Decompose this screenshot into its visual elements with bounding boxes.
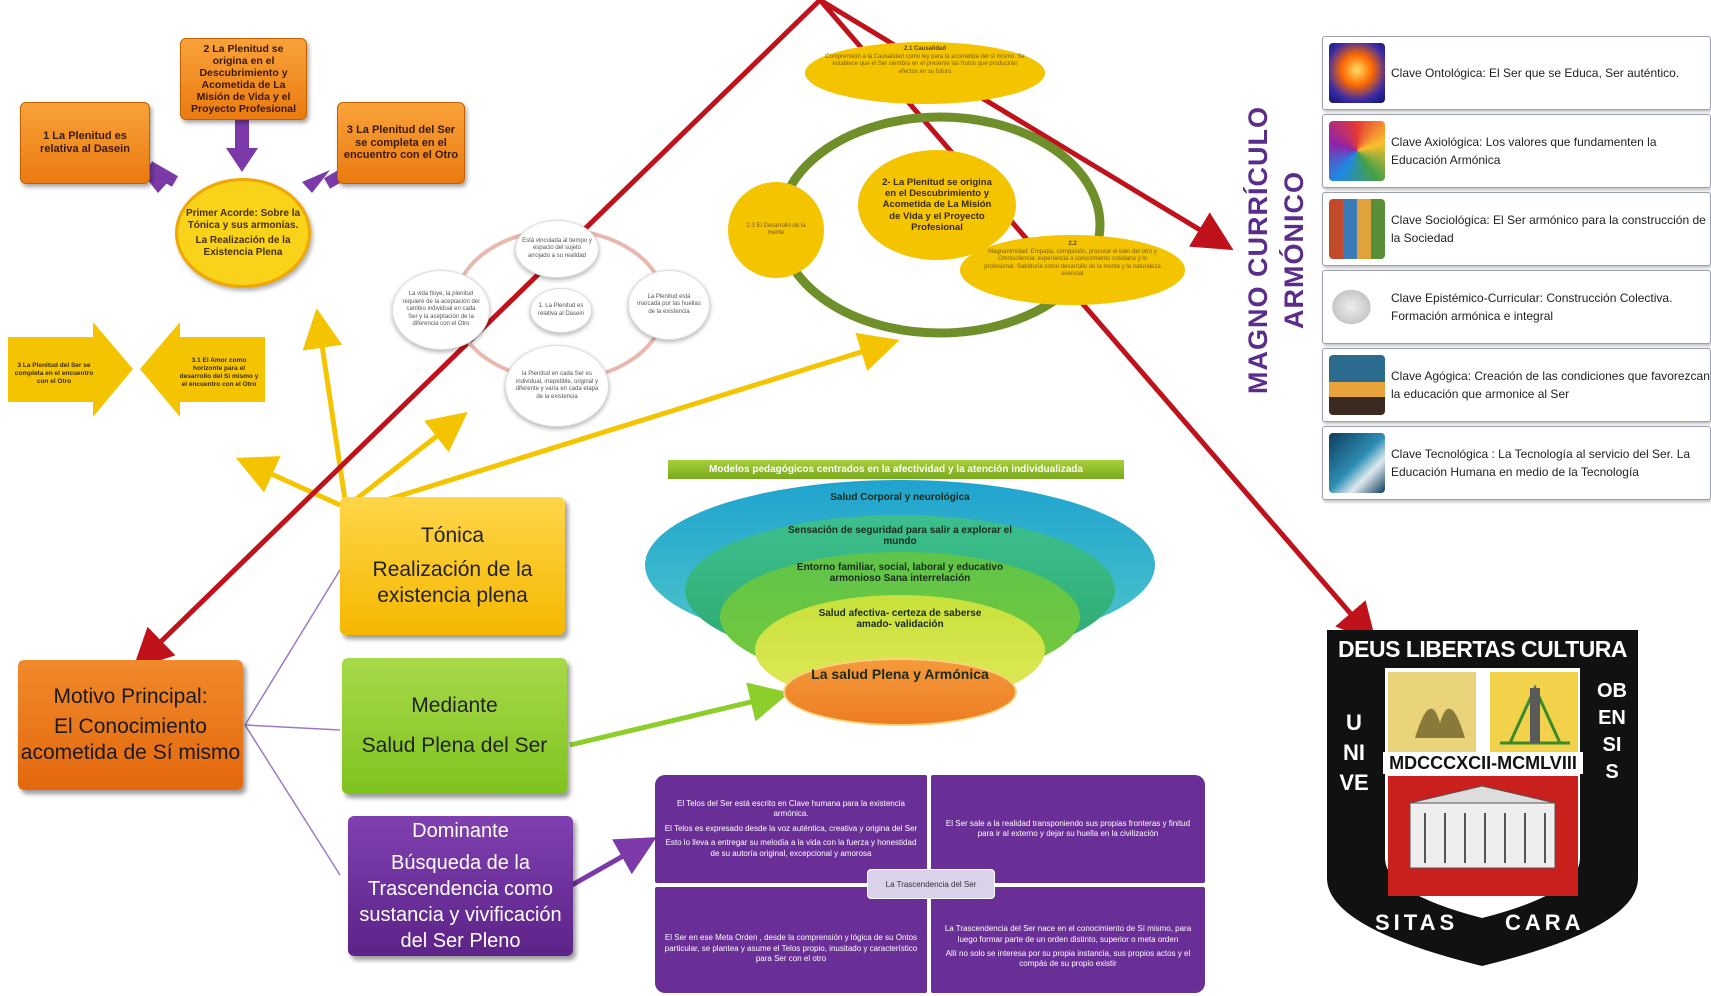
layer-text-1: Salud Corporal y neurológica xyxy=(830,492,970,503)
trascendencia-quad: El Telos del Ser está escrito en Clave h… xyxy=(655,775,1205,993)
primer-acorde-sub: La Realización de la Existencia Plena xyxy=(195,235,291,258)
arrow-shape-left xyxy=(140,322,265,417)
layer-text-5: La salud Plena y Armónica xyxy=(811,666,989,682)
key-axiologica: Clave Axiológica: Los valores que fundam… xyxy=(1322,114,1711,188)
mediante-line-1: Mediante xyxy=(411,693,498,717)
modelos-title-bar: Modelos pedagógicos centrados en la afec… xyxy=(668,460,1124,479)
key-epistemica-text: Clave Epistémico-Curricular: Construcció… xyxy=(1391,291,1673,323)
layer-text-4: Salud afectiva- certeza de saberse amado… xyxy=(818,608,982,630)
mediante-box: Mediante Salud Plena del Ser xyxy=(342,658,567,794)
seal-left-letters: UNIVE xyxy=(1339,710,1369,795)
brain-icon xyxy=(1329,277,1385,337)
big-cycle-right: 2.2 Magnanimidad: Empatía, compasión, pr… xyxy=(960,235,1185,305)
key-sociologica: Clave Sociológica: El Ser armónico para … xyxy=(1322,192,1711,266)
big-cycle-center-text: 2- La Plenitud se origina en el Descubri… xyxy=(882,176,992,234)
motivo-principal-box: Motivo Principal: El Conocimiento acomet… xyxy=(18,660,243,790)
tonica-box: Tónica Realización de la existencia plen… xyxy=(340,497,565,635)
dominante-purple-arrow xyxy=(570,837,657,888)
tonica-line-2: Realización de la existencia plena xyxy=(372,557,533,608)
motivo-branch-lines xyxy=(244,569,341,876)
quad-tr: El Ser sale a la realidad transponiendo … xyxy=(945,818,1191,838)
motivo-line-1: Motivo Principal: xyxy=(53,684,208,708)
quad-tl-1: El Telos del Ser está escrito en Clave h… xyxy=(677,799,905,819)
magno-line-2: ARMÓNICO xyxy=(1279,171,1309,329)
seal-motto: DEUS LIBERTAS CULTURA xyxy=(1338,636,1627,662)
box-plenitud-mision: 2 La Plenitud se origina en el Descubrim… xyxy=(180,38,307,120)
mediante-line-2: Salud Plena del Ser xyxy=(361,734,548,757)
quad-bottom-left: El Ser en ese Meta Orden , desde la comp… xyxy=(655,887,927,993)
quad-br-1: La Trascendencia del Ser nace en el cono… xyxy=(944,924,1192,944)
layer-salud-plena xyxy=(783,658,1017,726)
arrow-shape-right xyxy=(8,322,133,417)
key-agogica: Clave Agógica: Creación de las condicion… xyxy=(1322,348,1711,422)
small-cycle-top: Está vinculada al tiempo y espacio del s… xyxy=(515,220,599,278)
box-plenitud-otro: 3 La Plenitud del Ser se completa en el … xyxy=(337,102,465,184)
tonica-line-1: Tónica xyxy=(420,523,485,547)
dominante-line-1: Dominante xyxy=(412,820,509,842)
layer-text-3: Entorno familiar, social, laboral y educ… xyxy=(796,562,1004,584)
big-cycle-left-text: 2.3 El Desarrollo de la mente xyxy=(746,222,806,237)
mediante-green-arrow xyxy=(569,682,790,748)
key-axiologica-text: Clave Axiológica: Los valores que fundam… xyxy=(1391,135,1657,167)
seal-right-letters: OBENSIS xyxy=(1597,680,1627,783)
magno-curriculo-title: MAGNO CURRÍCULO ARMÓNICO xyxy=(1240,90,1320,410)
faces-grid-icon xyxy=(1329,199,1385,259)
primer-acorde-title: Primer Acorde: Sobre la Tónica y sus arm… xyxy=(185,208,301,231)
quad-center-label: La Trascendencia del Ser xyxy=(867,869,995,899)
quad-top-right: El Ser sale a la realidad transponiendo … xyxy=(931,775,1205,883)
people-circle-icon xyxy=(1329,121,1385,181)
motivo-line-2: El Conocimiento acometida de Sí mismo xyxy=(20,714,241,765)
robot-hand-icon xyxy=(1329,433,1385,493)
quad-br-2: Allí no solo se interesa por su propia i… xyxy=(945,949,1191,969)
big-cycle-left: 2.3 El Desarrollo de la mente xyxy=(728,182,824,278)
seal-shield-icon xyxy=(1327,630,1638,966)
big-cycle-center: 2- La Plenitud se origina en el Descubri… xyxy=(858,150,1016,260)
small-cycle-bottom: la Plenitud en cada Ser es individual, i… xyxy=(505,345,609,427)
quad-tl-3: Esto lo lleva a entregar su melodía a la… xyxy=(665,838,917,858)
key-sociologica-text: Clave Sociológica: El Ser armónico para … xyxy=(1391,213,1706,245)
big-cycle-top-title: 2.1 Causalidad xyxy=(903,46,947,52)
small-cycle-left: La vida fluye, la plenitud requiere de l… xyxy=(392,270,490,350)
seal-bottom-left: SITAS xyxy=(1375,910,1459,935)
small-cycle-center: 1. La Plenitud es relativa al Dasein xyxy=(530,288,592,333)
quad-top-left: El Telos del Ser está escrito en Clave h… xyxy=(655,775,927,883)
key-epistemica: Clave Epistémico-Curricular: Construcció… xyxy=(1322,270,1711,344)
classroom-icon xyxy=(1329,355,1385,415)
key-ontologica: Clave Ontológica: El Ser que se Educa, S… xyxy=(1322,36,1711,110)
big-cycle-right-title: 2.2 xyxy=(1068,241,1077,247)
dominante-box: Dominante Búsqueda de la Trascendencia c… xyxy=(348,816,573,956)
seal-bottom-right: CARA xyxy=(1505,910,1585,935)
primer-acorde-circle: Primer Acorde: Sobre la Tónica y sus arm… xyxy=(175,178,311,288)
small-cycle-right: La Plenitud está marcada por las huellas… xyxy=(628,270,710,340)
box-plenitud-dasein: 1 La Plenitud es relativa al Dasein xyxy=(20,102,150,184)
modelos-layered-ellipses: Salud Corporal y neurológica Sensación d… xyxy=(640,480,1160,730)
key-tecnologica: Clave Tecnológica : La Tecnología al ser… xyxy=(1322,426,1711,500)
meditation-icon xyxy=(1329,43,1385,103)
arrow-left-text: 3.1 El Amor como horizonte para el desar… xyxy=(179,357,259,389)
quad-bl: El Ser en ese Meta Orden , desde la comp… xyxy=(664,933,918,964)
key-agogica-text: Clave Agógica: Creación de las condicion… xyxy=(1391,369,1710,401)
university-seal: DEUS LIBERTAS CULTURA MDCCCXCII-MCMLVIII… xyxy=(1325,628,1640,968)
big-cycle-top: 2.1 Causalidad Comprensión a la Causalid… xyxy=(805,42,1045,104)
magno-line-1: MAGNO CURRÍCULO xyxy=(1243,106,1273,394)
key-tecnologica-text: Clave Tecnológica : La Tecnología al ser… xyxy=(1391,447,1691,479)
big-cycle-right-text: Magnanimidad: Empatía, compasión, procur… xyxy=(984,248,1161,278)
layer-text-2: Sensación de seguridad para salir a expl… xyxy=(788,525,1012,547)
keys-list: Clave Ontológica: El Ser que se Educa, S… xyxy=(1322,36,1711,500)
big-cycle-top-text: Comprensión a la Causalidad como ley par… xyxy=(825,53,1025,75)
seal-years: MDCCCXCII-MCMLVIII xyxy=(1383,752,1583,774)
dominante-line-2: Búsqueda de la Trascendencia como sustan… xyxy=(359,852,562,952)
key-ontologica-text: Clave Ontológica: El Ser que se Educa, S… xyxy=(1391,66,1680,80)
arrow-right-text: 3 La Plenitud del Ser se completa en el … xyxy=(14,362,94,386)
quad-tl-2: El Telos es expresado desde la voz autén… xyxy=(664,823,918,833)
quad-bottom-right: La Trascendencia del Ser nace en el cono… xyxy=(931,887,1205,993)
